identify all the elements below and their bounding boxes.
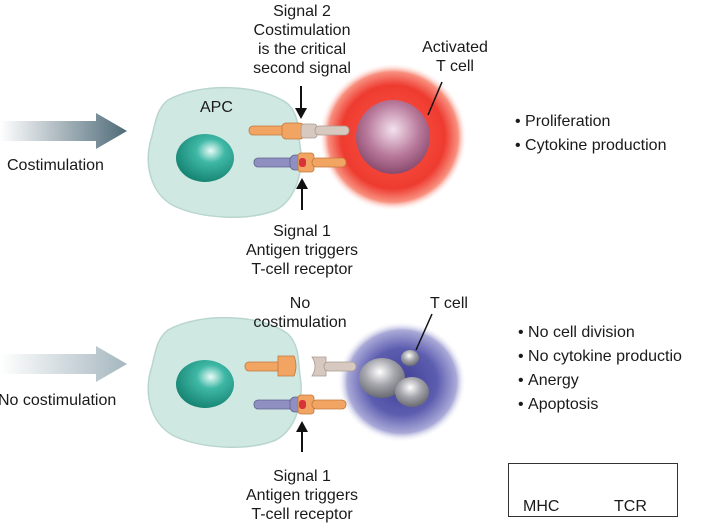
costim-ligand-bottom (244, 355, 297, 377)
apc-nucleus-top (176, 134, 234, 182)
signal1-line: Antigen triggers (245, 487, 359, 504)
apoptotic-body-right (395, 377, 429, 407)
costim-pair-top (248, 122, 350, 140)
signal2-label: Signal 2 Costimulation is the critical s… (232, 2, 372, 78)
signal1-line: Signal 1 (273, 223, 331, 240)
signal1-line: Antigen triggers (245, 242, 359, 259)
mhc-tcr-pair-bottom (253, 394, 347, 415)
apoptotic-body-large (359, 358, 405, 398)
signal2-line: Signal 2 (273, 3, 331, 20)
outcome-item: Cytokine production (515, 134, 666, 158)
outcome-item: Apoptosis (518, 393, 682, 417)
legend-box (508, 463, 678, 517)
signal2-line: is the critical (257, 41, 347, 58)
nocostim-line: No (289, 295, 311, 312)
apc-label-top: APC (200, 99, 233, 116)
cd28-bottom (311, 356, 357, 377)
costimulation-arrow (0, 113, 127, 149)
signal1-line: T-cell receptor (251, 506, 353, 523)
apoptotic-body-small (401, 350, 419, 366)
outcome-item: Anergy (518, 369, 682, 393)
legend-tcr-label: TCR (614, 498, 647, 515)
outcomes-top: Proliferation Cytokine production (515, 110, 666, 158)
legend-mhc-label: MHC (523, 498, 560, 515)
signal1-line: T-cell receptor (251, 261, 353, 278)
activated-pointer (427, 81, 443, 116)
outcome-item: Proliferation (515, 110, 666, 134)
outcome-item: No cell division (518, 321, 682, 345)
activated-tcell-core (356, 100, 430, 174)
signal1-label-bottom: Signal 1 Antigen triggers T-cell recepto… (232, 467, 372, 524)
signal2-line: Costimulation (253, 22, 351, 39)
nocostim-line: costimulation (253, 314, 347, 331)
apc-nucleus-bottom (176, 360, 234, 408)
no-costimulation-arrow (0, 346, 127, 382)
activated-tcell-label: Activated T cell (410, 38, 500, 76)
signal2-arrow (295, 86, 307, 119)
signal1-line: Signal 1 (273, 468, 331, 485)
activated-line: Activated (422, 39, 488, 56)
tcell-pointer (415, 313, 433, 351)
activated-line: T cell (436, 58, 474, 75)
outcomes-bottom: No cell division No cytokine productio A… (518, 321, 682, 417)
no-costimulation-label: No costimulation (240, 294, 360, 332)
signal1-label-top: Signal 1 Antigen triggers T-cell recepto… (232, 222, 372, 279)
signal1-arrow-bottom (296, 421, 308, 452)
signal2-line: second signal (253, 60, 351, 77)
no-costim-side-label: No costimulation (0, 392, 117, 409)
mhc-tcr-pair-top (253, 152, 347, 173)
signal1-arrow-top (296, 178, 308, 210)
tcell-label-bottom: T cell (430, 295, 468, 312)
outcome-item: No cytokine productio (518, 345, 682, 369)
costimulation-label: Costimulation (7, 157, 104, 174)
